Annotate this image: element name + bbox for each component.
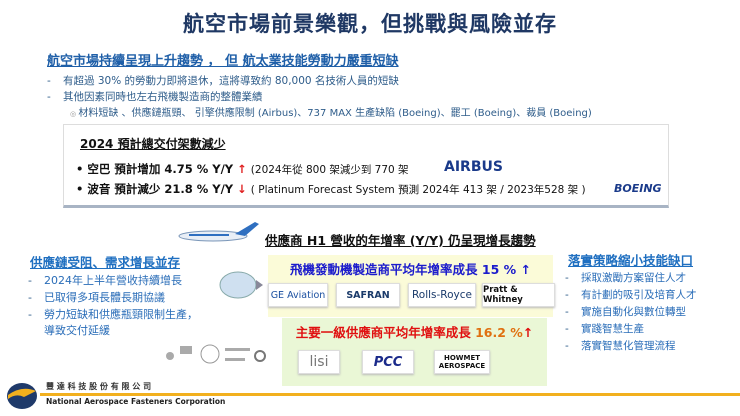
ge-aviation-logo: GE Aviation xyxy=(268,283,328,307)
engine-icon xyxy=(219,271,263,299)
section2-bullet: -勞力短缺和供應瓶頸限制生產， xyxy=(28,308,198,321)
section2-bullet-cont: 導致交付延緩 xyxy=(44,324,110,337)
engine-makers-panel: 飛機發動機製造商平均年增率成長 15 % ↑ GE Aviation SAFRA… xyxy=(268,255,555,317)
airbus-row: • 空巴 預計增加 4.75 % Y/Y ↑ (2024年從 800 架減少到 … xyxy=(76,162,409,176)
airplane-icon xyxy=(178,222,259,242)
boeing-row: • 波音 預計減少 21.8 % Y/Y ↓ ( Platinum Foreca… xyxy=(76,182,586,196)
section3-heading: 落實策略縮小技能缺口 xyxy=(568,253,694,268)
section3-bullet: -有計劃的吸引及培育人才 xyxy=(565,289,697,301)
rolls-royce-logo: Rolls-Royce xyxy=(408,283,476,307)
section2-bullet: -已取得多項長體長期協議 xyxy=(28,291,165,304)
delivery-box: 2024 預計總交付架數減少 • 空巴 預計增加 4.75 % Y/Y ↑ (2… xyxy=(63,124,669,208)
pcc-logo: PCC xyxy=(362,350,414,374)
company-name-en: National Aerospace Fasteners Corporation xyxy=(46,397,226,406)
section2-bullet: -2024年上半年營收持續增長 xyxy=(28,274,182,287)
company-name-zh: 豐 達 科 技 股 份 有 限 公 司 xyxy=(46,382,152,391)
section3-bullet: -實施自動化與數位轉型 xyxy=(565,306,686,318)
pratt-whitney-logo: Pratt & Whitney xyxy=(482,283,555,307)
section1-sub-bullet: ◎ 材料短缺 、供應鏈瓶頸、 引擎供應限制 (Airbus)、737 MAX 生… xyxy=(70,108,592,119)
safran-logo: SAFRAN xyxy=(336,283,400,307)
footer-divider xyxy=(40,393,740,396)
section3-bullet: -採取激勵方案留住人才 xyxy=(565,272,686,284)
section1-bullet: -其他因素同時也左右飛機製造商的整體業績 xyxy=(47,91,263,103)
parts-icon xyxy=(166,344,266,364)
section1-heading: 航空市場持續呈現上升趨勢 ， 但 航太業技能勞動力嚴重短缺 xyxy=(47,54,399,69)
company-logo-icon xyxy=(7,383,37,409)
page-title: 航空市場前景樂觀，但挑戰與風險並存 xyxy=(183,12,557,36)
tier1-panel: 主要一級供應商平均年增率成長 16.2 %↑ lisi PCC HOWMET A… xyxy=(282,318,547,386)
boeing-logo: BOEING xyxy=(614,182,662,195)
howmet-logo: HOWMET AEROSPACE xyxy=(434,350,490,374)
section3-bullet: -落實智慧化管理流程 xyxy=(565,340,676,352)
airbus-logo: AIRBUS xyxy=(444,159,503,175)
suppliers-heading: 供應商 H1 營收的年增率 (Y/Y) 仍呈現增長趨勢 xyxy=(265,233,536,248)
delivery-heading: 2024 預計總交付架數減少 xyxy=(80,137,226,151)
lisi-logo: lisi xyxy=(298,350,340,374)
tier1-growth-text: 主要一級供應商平均年增率成長 16.2 %↑ xyxy=(295,325,534,340)
section2-heading: 供應鏈受阻、需求增長並存 xyxy=(30,255,181,270)
section3-bullet: -實踐智慧生產 xyxy=(565,323,644,335)
engine-growth-text: 飛機發動機製造商平均年增率成長 15 % ↑ xyxy=(290,262,531,277)
section1-bullet: -有超過 30% 的勞動力即將退休，這將導致約 80,000 名技術人員的短缺 xyxy=(47,75,399,87)
